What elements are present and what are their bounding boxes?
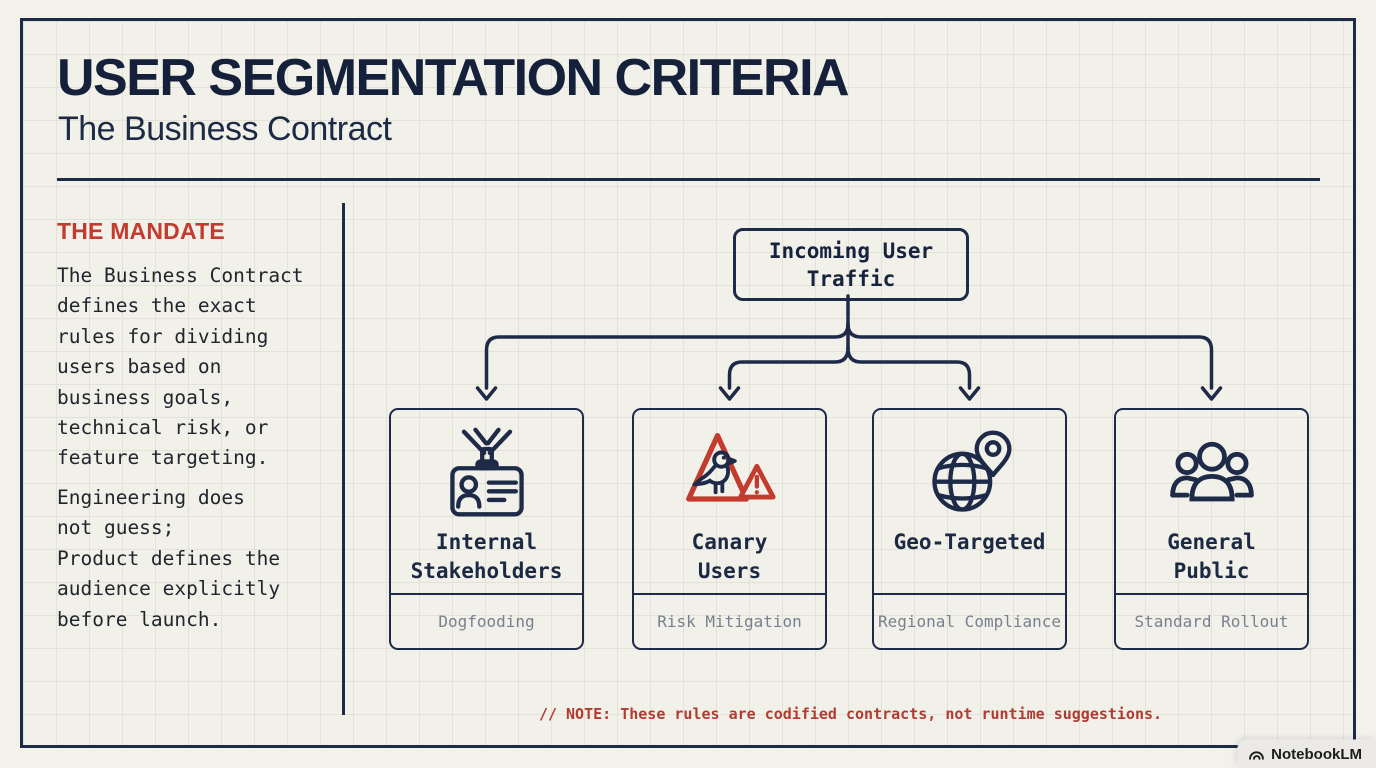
card-title: General Public	[1167, 530, 1256, 583]
segment-card-geo-targeted: Geo-Targeted Regional Compliance	[872, 408, 1067, 650]
footer-note: // NOTE: These rules are codified contra…	[538, 705, 1163, 723]
mandate-heading: THE MANDATE	[57, 218, 225, 244]
id-badge-icon	[439, 424, 535, 524]
mandate-paragraph-1: The Business Contract defines the exact …	[57, 264, 304, 470]
segment-card-general-public: General Public Standard Rollout	[1114, 408, 1309, 650]
card-tag: Regional Compliance	[877, 612, 1062, 631]
card-tag: Dogfooding	[438, 612, 535, 631]
card-title: Internal Stakeholders	[410, 530, 563, 583]
section-divider	[342, 203, 345, 715]
globe-pin-icon	[922, 424, 1018, 524]
header-divider	[57, 178, 1320, 181]
card-tag: Risk Mitigation	[657, 612, 802, 631]
segment-card-canary-users: Canary Users Risk Mitigation	[632, 408, 827, 650]
card-title: Geo-Targeted	[893, 530, 1046, 554]
people-group-icon	[1164, 424, 1260, 524]
notebooklm-badge: NotebookLM	[1238, 740, 1376, 768]
notebooklm-logo-icon	[1248, 746, 1265, 763]
flowchart-root-box: Incoming User Traffic	[733, 228, 969, 301]
page-title: USER SEGMENTATION CRITERIA	[57, 49, 850, 107]
page-subtitle: The Business Contract	[58, 110, 392, 148]
card-tag: Standard Rollout	[1134, 612, 1289, 631]
mandate-paragraph-2: Engineering does not guess; Product defi…	[57, 486, 281, 631]
segment-card-internal-stakeholders: Internal Stakeholders Dogfooding	[389, 408, 584, 650]
canary-warning-icon	[682, 424, 778, 524]
notebooklm-label: NotebookLM	[1271, 745, 1362, 763]
card-title: Canary Users	[691, 530, 768, 583]
